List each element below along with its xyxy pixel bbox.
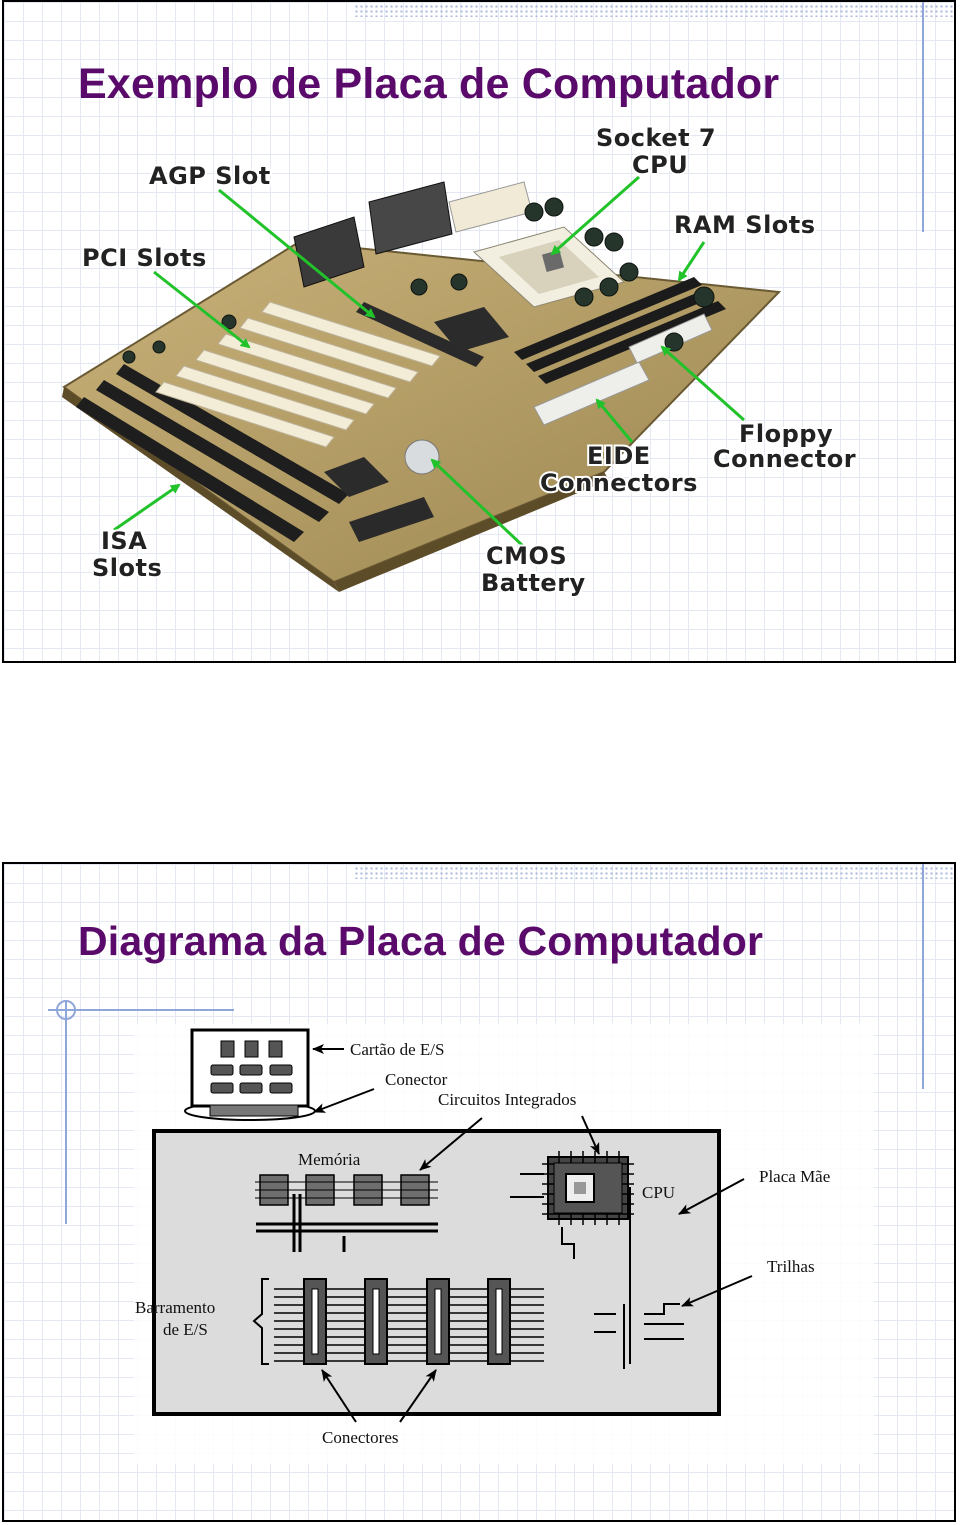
label-isa-slots: Slots	[92, 554, 162, 582]
arrow-memoria	[419, 1117, 483, 1171]
label-cmos: CMOS	[486, 542, 567, 570]
label-circuitos: Circuitos Integrados	[438, 1090, 576, 1109]
cmos-battery	[404, 439, 440, 475]
isa-slots	[76, 364, 349, 542]
label-pci: PCI Slots	[82, 244, 207, 272]
arrow-isa	[113, 483, 181, 532]
arrow-placa-mae	[678, 1178, 745, 1215]
slide-motherboard-diagram: Diagrama da Placa de Computador	[2, 862, 956, 1522]
slide-title: Diagrama da Placa de Computador	[78, 918, 764, 964]
label-socket: Socket 7	[596, 124, 716, 152]
ram-slots	[514, 277, 726, 384]
label-battery: Battery	[481, 569, 586, 597]
arrow-conector	[313, 1088, 375, 1113]
arrow-conectores-2	[399, 1369, 437, 1423]
arrow-cmos	[430, 458, 526, 549]
label-barramento: Barramento	[135, 1298, 215, 1317]
arrow-circuitos	[581, 1115, 600, 1155]
label-agp: AGP Slot	[149, 162, 271, 190]
eide-connectors	[533, 361, 650, 426]
label-conector: Conector	[385, 1070, 448, 1089]
arrow-socket	[550, 175, 640, 256]
io-connectors	[293, 181, 533, 288]
slide-top-decoration	[354, 4, 954, 17]
label-eide-connectors: Connectors	[540, 469, 698, 497]
slide-title: Exemplo de Placa de Computador	[78, 60, 780, 108]
label-placa-mae: Placa Mãe	[759, 1167, 830, 1186]
cpu-traces	[510, 1173, 684, 1369]
slide-side-line	[922, 2, 924, 232]
label-cartao: Cartão de E/S	[350, 1040, 444, 1059]
label-floppy: Floppy	[739, 420, 833, 448]
arrow-conectores-1	[321, 1369, 357, 1423]
label-cpu: CPU	[632, 151, 688, 179]
agp-slot	[356, 302, 484, 367]
mainboard	[152, 1129, 721, 1416]
pcb-edge	[334, 472, 609, 592]
slide-top-decoration	[354, 866, 954, 879]
label-conectores: Conectores	[322, 1428, 398, 1447]
pci-slots	[155, 301, 441, 448]
label-cpu: CPU	[642, 1183, 675, 1202]
io-card	[184, 1028, 316, 1121]
label-floppy-connector: Connector	[713, 445, 856, 473]
label-isa: ISA	[101, 527, 147, 555]
memory-bus	[256, 1194, 438, 1252]
arrow-agp	[218, 188, 376, 319]
chipset	[434, 307, 509, 352]
bus-brace	[252, 1278, 269, 1365]
cpu-chip	[542, 1151, 634, 1225]
memory-pins	[255, 1181, 438, 1199]
arrow-pci	[153, 270, 251, 349]
callout-arrows	[113, 175, 745, 549]
motherboard-illustration: Socket 7 CPU AGP Slot RAM Slots PCI Slot…	[62, 122, 858, 599]
slide-motherboard-photo: Exemplo de Placa de Computador	[2, 0, 956, 663]
diagram-arrows	[312, 1044, 753, 1423]
label-memoria: Memória	[298, 1150, 361, 1169]
label-trilhas: Trilhas	[767, 1257, 815, 1276]
arrow-floppy	[660, 345, 745, 422]
cpu-socket	[472, 226, 626, 308]
motherboard-diagram: Cartão de E/S Conector Circuitos Integra…	[48, 1000, 874, 1464]
io-bus	[252, 1278, 544, 1365]
crosshair-decoration	[48, 1000, 234, 1224]
label-barramento-es: de E/S	[163, 1320, 208, 1339]
arrow-eide	[595, 398, 634, 443]
arrow-trilhas	[681, 1275, 753, 1307]
label-ram: RAM Slots	[674, 211, 816, 239]
arrow-ram	[677, 241, 706, 282]
slide-side-line	[922, 864, 924, 1089]
label-eide: EIDE	[587, 442, 651, 470]
capacitors	[122, 197, 715, 364]
